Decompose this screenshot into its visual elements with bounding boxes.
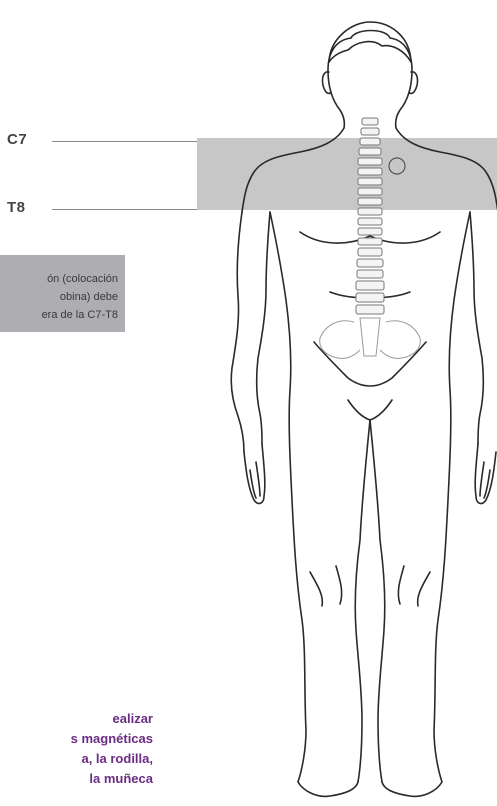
right-leg-inner xyxy=(370,420,385,782)
coil-marker xyxy=(389,158,405,174)
right-shoulder xyxy=(396,128,497,212)
pelvis-illustration xyxy=(320,318,421,359)
right-knee xyxy=(398,566,430,606)
footer-wrap: ealizar s magnéticas a, la rodilla, la m… xyxy=(0,709,160,806)
left-leg-inner xyxy=(355,420,370,782)
left-arm-outer xyxy=(231,212,244,452)
spine-illustration xyxy=(356,118,384,314)
head-outline xyxy=(328,31,412,129)
torso-left xyxy=(270,212,291,390)
left-shoulder xyxy=(242,128,344,212)
right-arm-inner xyxy=(470,212,483,444)
right-leg-outer xyxy=(434,390,451,782)
left-leg-outer xyxy=(289,390,306,782)
left-knee xyxy=(310,566,342,606)
left-foot xyxy=(298,782,358,796)
left-arm-inner xyxy=(257,212,270,444)
torso-right xyxy=(449,212,470,390)
right-foot xyxy=(382,782,442,796)
footer-purple-text: ealizar s magnéticas a, la rodilla, la m… xyxy=(0,709,153,789)
